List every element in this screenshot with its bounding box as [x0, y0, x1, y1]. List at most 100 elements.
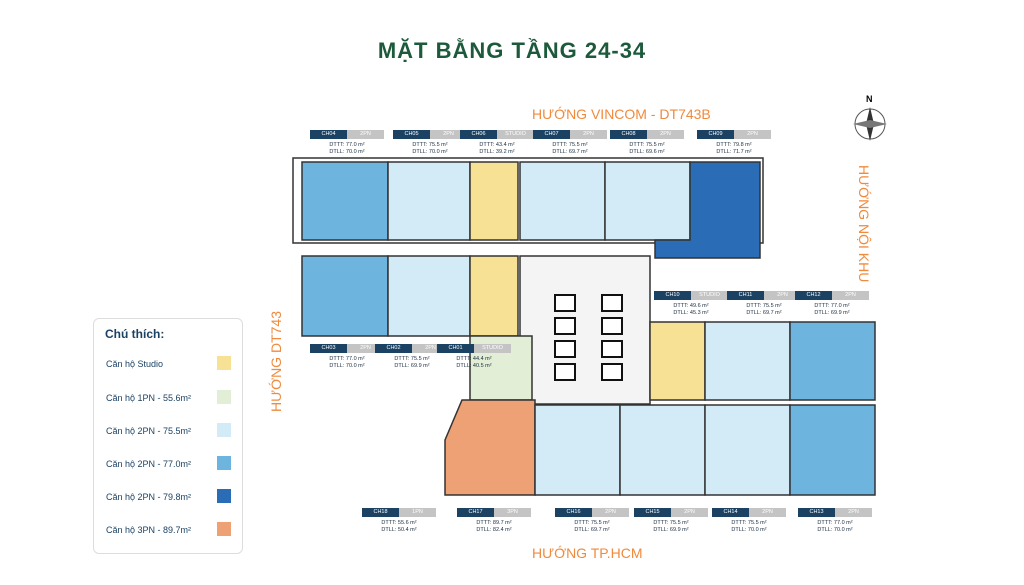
unit-code: CH13 — [798, 508, 835, 517]
unit-ch10 — [649, 321, 706, 401]
unit-dtll: DTLL: 69.9 m² — [814, 310, 850, 316]
unit-code: CH11 — [727, 291, 764, 300]
unit-dtll: DTLL: 69.7 m² — [746, 310, 782, 316]
unit-dttt: DTTT: 79.8 m² — [716, 142, 752, 148]
unit-type: 3PN — [494, 508, 531, 517]
unit-ch11 — [704, 321, 791, 401]
unit-dtll: DTLL: 69.9 m² — [394, 363, 430, 369]
compass-label: N — [866, 94, 873, 104]
unit-dttt: DTTT: 89.7 m² — [476, 520, 512, 526]
unit-dtll: DTLL: 70.0 m² — [817, 527, 853, 533]
unit-dttt: DTTT: 77.0 m² — [817, 520, 853, 526]
unit-type: 2PN — [832, 291, 869, 300]
unit-dtll: DTLL: 40.5 m² — [456, 363, 492, 369]
unit-code: CH06 — [460, 130, 497, 139]
unit-code: CH04 — [310, 130, 347, 139]
unit-dtll: DTLL: 70.0 m² — [329, 363, 365, 369]
unit-ch02 — [387, 255, 471, 337]
unit-dtll: DTLL: 69.7 m² — [552, 149, 588, 155]
legend-title: Chú thích: — [105, 327, 165, 341]
unit-code: CH10 — [654, 291, 691, 300]
unit-code: CH07 — [533, 130, 570, 139]
unit-type: 2PN — [570, 130, 607, 139]
unit-dtll: DTLL: 71.7 m² — [716, 149, 752, 155]
unit-dttt: DTTT: 75.5 m² — [412, 142, 448, 148]
unit-dtll: DTLL: 70.0 m² — [329, 149, 365, 155]
unit-dttt: DTTT: 49.6 m² — [673, 303, 709, 309]
unit-type: 2PN — [764, 291, 801, 300]
unit-ch13 — [789, 404, 876, 496]
unit-dttt: DTTT: 75.5 m² — [629, 142, 665, 148]
legend-item-2pn-77: Căn hộ 2PN - 77.0m² — [106, 456, 231, 470]
unit-dttt: DTTT: 75.5 m² — [653, 520, 689, 526]
unit-ch08 — [604, 161, 691, 241]
unit-dtll: DTLL: 69.6 m² — [629, 149, 665, 155]
compass-icon: N — [848, 94, 892, 142]
unit-type: 2PN — [647, 130, 684, 139]
unit-ch09 — [654, 161, 761, 259]
unit-dtll: DTLL: 69.9 m² — [653, 527, 689, 533]
unit-code: CH08 — [610, 130, 647, 139]
unit-dtll: DTLL: 39.2 m² — [479, 149, 515, 155]
unit-dttt: DTTT: 43.4 m² — [479, 142, 515, 148]
unit-code: CH15 — [634, 508, 671, 517]
unit-ch01 — [469, 255, 519, 337]
unit-dtll: DTLL: 45.3 m² — [673, 310, 709, 316]
unit-type: 2PN — [592, 508, 629, 517]
unit-ch14 — [704, 404, 791, 496]
unit-type: STUDIO — [691, 291, 728, 300]
page-title: MẶT BẰNG TẦNG 24-34 — [377, 38, 647, 63]
unit-ch15 — [619, 404, 706, 496]
unit-dtll: DTLL: 70.0 m² — [412, 149, 448, 155]
unit-type: 2PN — [412, 344, 449, 353]
unit-code: CH18 — [362, 508, 399, 517]
unit-code: CH05 — [393, 130, 430, 139]
unit-dtll: DTLL: 69.7 m² — [574, 527, 610, 533]
unit-type: 2PN — [734, 130, 771, 139]
unit-code: CH02 — [375, 344, 412, 353]
unit-ch04 — [301, 161, 389, 241]
unit-ch16 — [534, 404, 621, 496]
unit-ch07 — [519, 161, 606, 241]
unit-type: 1PN — [399, 508, 436, 517]
unit-ch05 — [387, 161, 471, 241]
unit-dttt: DTTT: 75.5 m² — [394, 356, 430, 362]
legend-item-1pn: Căn hộ 1PN - 55.6m² — [106, 390, 231, 404]
unit-type: 2PN — [430, 130, 467, 139]
unit-dttt: DTTT: 77.0 m² — [814, 303, 850, 309]
legend-item-3pn: Căn hộ 3PN - 89.7m² — [106, 522, 231, 536]
unit-type: 2PN — [347, 130, 384, 139]
unit-type: 2PN — [671, 508, 708, 517]
unit-ch03 — [301, 255, 389, 337]
unit-code: CH01 — [437, 344, 474, 353]
unit-ch12 — [789, 321, 876, 401]
unit-type: 2PN — [835, 508, 872, 517]
unit-code: CH16 — [555, 508, 592, 517]
unit-code: CH14 — [712, 508, 749, 517]
unit-dtll: DTLL: 70.0 m² — [731, 527, 767, 533]
unit-dttt: DTTT: 75.5 m² — [552, 142, 588, 148]
direction-bottom: HƯỚNG TP.HCM — [532, 545, 643, 561]
unit-type: STUDIO — [497, 130, 534, 139]
unit-dttt: DTTT: 77.0 m² — [329, 142, 365, 148]
unit-type: 2PN — [347, 344, 384, 353]
unit-dttt: DTTT: 77.0 m² — [329, 356, 365, 362]
core — [519, 255, 651, 405]
legend-item-2pn-75: Căn hộ 2PN - 75.5m² — [106, 423, 231, 437]
